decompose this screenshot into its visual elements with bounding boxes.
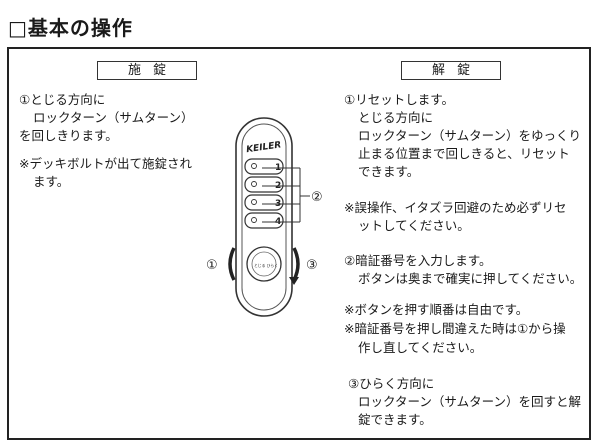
- thumb-turn-label: とじる ひらく: [254, 263, 278, 268]
- unlock-section-label: 解錠: [401, 61, 501, 80]
- callout-label-unlock: ③: [306, 258, 318, 273]
- unlock-step2-line1: ②暗証番号を入力します。: [344, 253, 492, 268]
- unlock-step2-line2: ボタンは奥まで確実に押してください。: [358, 271, 583, 286]
- unlock-arrow-head: [289, 277, 299, 285]
- keypad-led-1: [251, 163, 257, 169]
- keypad-led-4: [251, 217, 257, 223]
- keypad-button-3: [244, 194, 284, 211]
- callout-label-buttons: ②: [311, 190, 323, 205]
- unlock-step1-line2: とじる方向に: [358, 110, 434, 125]
- lock-body-inner: [241, 123, 287, 311]
- keypad-button-1: [244, 158, 284, 175]
- keypad-button-4: [244, 212, 284, 229]
- unlock-direction-arc: [292, 247, 300, 281]
- button-callout-lines: [262, 167, 310, 223]
- unlock-warning-line1: ※誤操作、イタズラ回避のため必ずリセ: [344, 200, 567, 215]
- keypad-led-3: [251, 199, 257, 205]
- unlock-step3-line2: ロックターン（サムターン）を回すと解: [358, 394, 582, 409]
- keypad-button-2: [244, 176, 284, 193]
- lock-step1-line2: ロックターン（サムターン）: [33, 110, 194, 125]
- instruction-frame: [7, 47, 591, 440]
- unlock-step3-line1: ③ひらく方向に: [348, 376, 435, 391]
- lock-direction-arc: [228, 247, 236, 281]
- brand-logo: KEILER: [246, 140, 282, 155]
- unlock-note-order: ※ボタンを押す順番は自由です。: [344, 302, 529, 317]
- unlock-note-mistake-line2: 作し直してください。: [358, 340, 483, 355]
- unlock-step1-line5: できます。: [358, 164, 420, 179]
- thumb-turn-inner: [251, 251, 277, 277]
- keypad-led-2: [251, 181, 257, 187]
- lock-note-line1: ※デッキボルトが出て施錠され: [19, 156, 192, 171]
- unlock-step3-line3: 錠できます。: [358, 412, 432, 427]
- unlock-step1-line1: ①リセットします。: [344, 92, 454, 107]
- unlock-step1-line3: ロックターン（サムターン）をゆっくり: [358, 128, 582, 143]
- lock-section-label: 施錠: [97, 61, 197, 80]
- unlock-warning-line2: ットしてください。: [358, 218, 470, 233]
- callout-label-lock: ①: [206, 258, 218, 273]
- unlock-note-mistake-line1: ※暗証番号を押し間違えた時は①から操: [344, 321, 566, 336]
- lock-note-line2: ます。: [33, 174, 70, 189]
- lock-step1-line1: ①とじる方向に: [19, 92, 106, 107]
- lock-step1-line3: を回しきります。: [19, 128, 118, 143]
- page-title: □基本の操作: [8, 16, 133, 40]
- unlock-step1-line4: 止まる位置まで回しきると、リセット: [358, 146, 570, 161]
